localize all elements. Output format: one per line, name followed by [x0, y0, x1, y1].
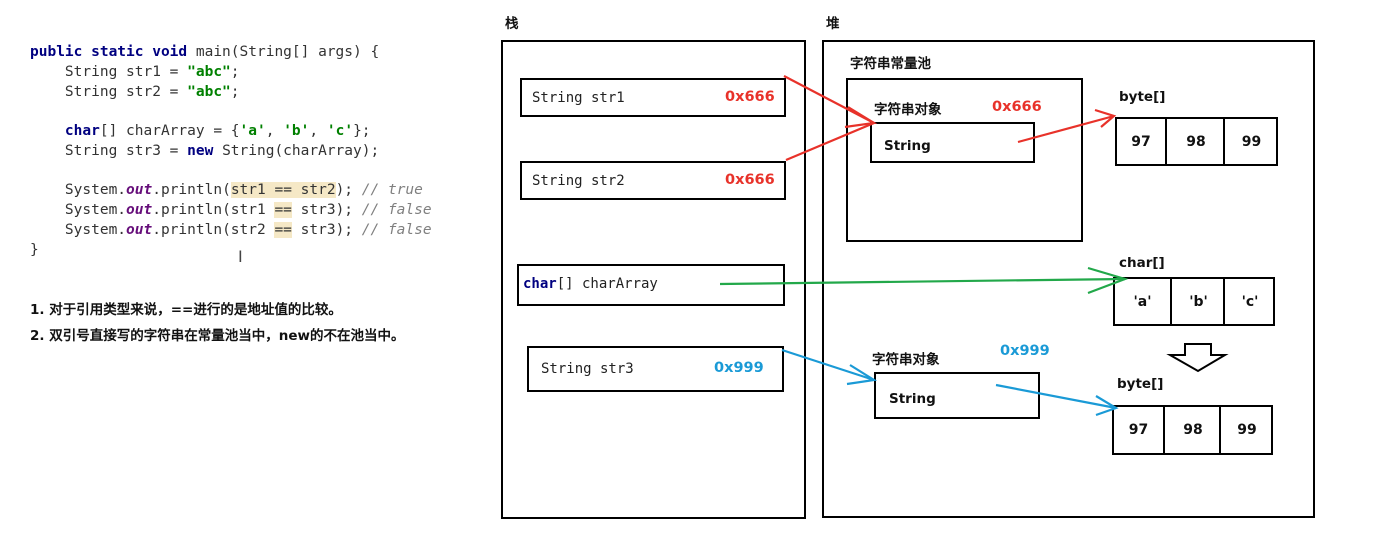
array-cell: 98	[1165, 119, 1225, 164]
constant-pool-label: 字符串常量池	[850, 56, 931, 72]
text-cursor-icon: I	[238, 247, 243, 266]
note-2: 2. 双引号直接写的字符串在常量池当中，new的不在池当中。	[30, 328, 405, 344]
code-line-6: System.out.println(str1 == str2); // tru…	[30, 182, 423, 198]
array-cell: 'c'	[1223, 279, 1275, 324]
arrow-head-icon	[1087, 266, 1129, 295]
byte-array-2-label: byte[]	[1117, 376, 1164, 392]
heap-label: 堆	[826, 16, 840, 32]
char-array: 'a' 'b' 'c'	[1113, 277, 1275, 326]
arrow-str1-to-pool	[783, 75, 875, 124]
address-label: 0x666	[725, 172, 775, 188]
arrow-str2-to-pool	[785, 121, 875, 162]
address-label: 0x666	[725, 89, 775, 105]
array-cell: 99	[1219, 407, 1273, 453]
arrow-head-icon	[1095, 395, 1119, 417]
green-arrows	[719, 266, 1129, 295]
code-line-4: char[] charArray = {'a', 'b', 'c'};	[64, 123, 371, 139]
address-label: 0x999	[714, 360, 764, 376]
stack-item-str1: String str1 0x666	[520, 78, 786, 117]
blue-arrows	[781, 348, 1119, 417]
stack-item-label: String str3	[541, 361, 634, 377]
code-line-3: String str2 = "abc";	[30, 84, 240, 100]
red-arrows	[783, 75, 1117, 162]
arrow-str3-to-object	[781, 348, 875, 382]
array-cell: 97	[1131, 133, 1151, 150]
heap-string-object: String	[874, 372, 1040, 419]
code-line-2: String str1 = "abc";	[30, 64, 240, 80]
stack-item-label: String str2	[532, 173, 625, 189]
arrow-head-icon	[1094, 108, 1117, 128]
heap-string-object-label: 字符串对象	[872, 352, 940, 368]
constant-pool-box	[846, 78, 1083, 242]
stack-frame	[501, 40, 806, 519]
stack-label: 栈	[505, 16, 519, 32]
array-cell: 98	[1163, 407, 1221, 453]
code-line-8: System.out.println(str2 == str3); // fal…	[30, 222, 432, 238]
array-cell: 97	[1128, 422, 1149, 438]
arrow-string-to-bytes-2	[995, 383, 1117, 410]
stack-item-str3: String str3 0x999	[527, 346, 784, 392]
arrow-string-to-bytes	[1017, 114, 1115, 144]
pool-string-object-label: 字符串对象	[874, 102, 942, 118]
byte-array-1: 97 98 99	[1115, 117, 1278, 166]
code-line-7: System.out.println(str1 == str3); // fal…	[30, 202, 432, 218]
array-cell: 'a'	[1133, 293, 1152, 310]
arrow-head-icon	[846, 364, 878, 386]
down-arrow-icon	[1166, 343, 1229, 373]
stack-item-str2: String str2 0x666	[520, 161, 786, 200]
code-line-5: String str3 = new String(charArray);	[30, 143, 380, 159]
heap-object-address: 0x999	[1000, 343, 1050, 359]
byte-array-2: 97 98 99	[1112, 405, 1273, 455]
array-cell: 99	[1223, 119, 1278, 164]
pool-string-object: String	[870, 122, 1035, 163]
array-cell: 'b'	[1170, 279, 1225, 324]
arrow-head-icon	[844, 106, 878, 129]
stack-item-label: String str1	[532, 90, 625, 106]
code-line-9: }	[30, 242, 39, 258]
stack-item-label: char[] charArray	[523, 276, 658, 292]
pool-object-address: 0x666	[992, 99, 1042, 115]
char-array-label: char[]	[1119, 255, 1165, 271]
note-1: 1. 对于引用类型来说，==进行的是地址值的比较。	[30, 302, 342, 318]
heap-frame	[822, 40, 1315, 518]
byte-array-1-label: byte[]	[1119, 89, 1166, 105]
string-object-inner: String	[889, 391, 936, 407]
string-object-inner: String	[884, 138, 931, 154]
stack-item-chararray: char[] charArray	[517, 264, 785, 306]
code-line-1: public static void main(String[] args) {	[30, 44, 380, 60]
arrow-chararray-to-chars	[719, 277, 1126, 286]
